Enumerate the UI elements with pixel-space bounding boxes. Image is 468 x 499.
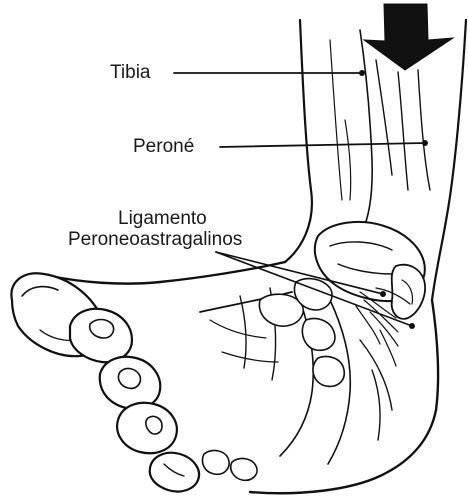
perone-leader-dot [422,140,428,146]
perone-label: Peroné [133,136,194,158]
ligament-label-line2: Peroneoastragalinos [68,229,242,251]
tibia-leader-dot [359,70,365,76]
perone-leader-line [220,143,425,147]
ligament-label-line1: Ligamento [118,208,207,230]
tibia-label: Tibia [110,62,150,84]
force-arrow [364,4,453,70]
toes [11,273,199,491]
ligament-leader-dot-1 [380,291,386,297]
phalanges [202,279,344,481]
ligament-leader-dot-2 [409,323,415,329]
